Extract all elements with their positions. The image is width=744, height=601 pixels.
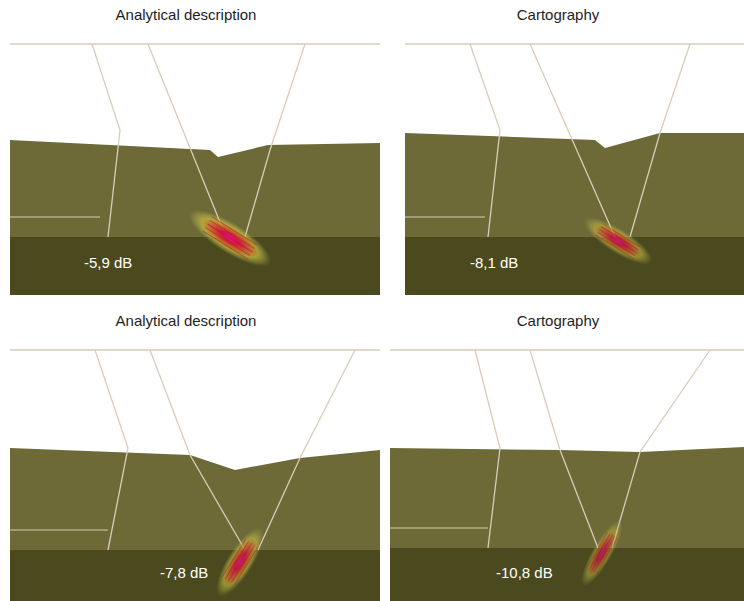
defect-echo bbox=[181, 200, 278, 276]
panel-title: Analytical description bbox=[116, 312, 257, 330]
panel-title: Cartography bbox=[517, 312, 600, 330]
weld-bevel-line bbox=[92, 44, 120, 237]
probe-surface-line bbox=[405, 43, 744, 45]
probe-surface-line bbox=[390, 349, 744, 351]
defect-echo bbox=[578, 210, 659, 273]
layer-line bbox=[390, 527, 488, 528]
probe-surface-line bbox=[10, 349, 380, 351]
base-layer bbox=[405, 237, 744, 295]
specimen-body bbox=[10, 140, 380, 295]
specimen-body bbox=[390, 447, 744, 601]
amplitude-value: -7,8 dB bbox=[160, 564, 208, 582]
weld-bevel-line bbox=[630, 44, 690, 237]
amplitude-value: -8,1 dB bbox=[470, 254, 518, 272]
layer-line bbox=[10, 529, 108, 530]
panel-title: Cartography bbox=[517, 6, 600, 24]
probe-surface-line bbox=[10, 43, 380, 45]
base-layer bbox=[10, 237, 380, 295]
specimen-body bbox=[10, 448, 380, 601]
weld-bevel-line bbox=[150, 350, 245, 550]
scan-panel bbox=[390, 350, 744, 601]
defect-echo bbox=[208, 521, 272, 601]
scan-panel bbox=[405, 44, 744, 295]
base-layer bbox=[390, 548, 744, 601]
weld-bevel-line bbox=[470, 44, 500, 237]
weld-bevel-line bbox=[258, 350, 355, 550]
base-layer bbox=[10, 550, 380, 601]
panel-title: Analytical description bbox=[116, 6, 257, 24]
weld-bevel-line bbox=[148, 44, 226, 237]
defect-echo bbox=[574, 515, 629, 591]
scan-panel bbox=[10, 350, 380, 601]
layer-line bbox=[405, 216, 485, 217]
amplitude-value: -5,9 dB bbox=[84, 254, 132, 272]
weld-bevel-line bbox=[530, 44, 615, 237]
weld-bevel-line bbox=[245, 44, 305, 237]
specimen-body bbox=[405, 133, 744, 295]
layer-line bbox=[10, 216, 100, 217]
weld-bevel-line bbox=[95, 350, 128, 550]
weld-bevel-line bbox=[530, 350, 598, 548]
amplitude-value: -10,8 dB bbox=[496, 564, 553, 582]
scan-panel bbox=[10, 44, 380, 295]
weld-bevel-line bbox=[475, 350, 500, 548]
weld-bevel-line bbox=[612, 350, 710, 548]
